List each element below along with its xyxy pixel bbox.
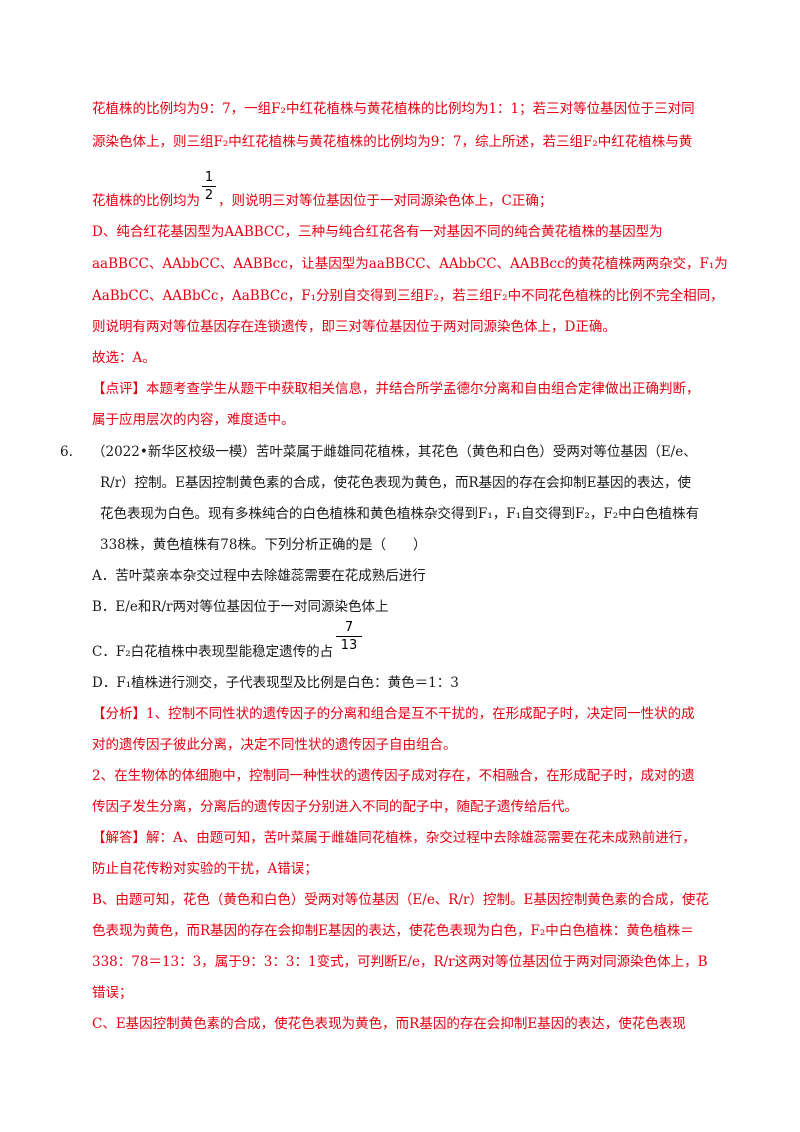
question-line: 338株，黄色植株有78株。下列分析正确的是（ ） <box>100 537 427 553</box>
solution-line: 338：78＝13：3，属于9：3：3：1变式，可判断E/e，R/r这两对等位基… <box>92 954 708 970</box>
question-number: 6. <box>60 444 73 460</box>
text-line: 花植株的比例均为 <box>92 193 200 209</box>
question-line: 花色表现为白色。现有多株纯合的白色植株和黄色植株杂交得到F₁，F₁自交得到F₂，… <box>100 506 700 522</box>
text-line: D、纯合红花基因型为AABBCC，三种与纯合红花各有一对基因不同的纯合黄花植株的… <box>92 224 663 240</box>
solution-line: 错误； <box>92 985 133 1001</box>
analysis-line: 对的遗传因子彼此分离，决定不同性状的遗传因子自由组合。 <box>92 737 457 753</box>
solution-line: B、由题可知，花色（黄色和白色）受两对等位基因（E/e、R/r）控制。E基因控制… <box>92 892 709 908</box>
analysis-line: 【分析】1、控制不同性状的遗传因子的分离和组合是互不干扰的，在形成配子时，决定同… <box>92 706 695 722</box>
option-a: A．苦叶菜亲本杂交过程中去除雄蕊需要在花成熟后进行 <box>92 568 426 584</box>
solution-line: 【解答】解：A、由题可知，苦叶菜属于雌雄同花植株，杂交过程中去除雄蕊需要在花未成… <box>92 830 696 846</box>
solution-line: 防止自花传粉对实验的干扰，A错误； <box>92 861 318 877</box>
option-c: C．F₂白花植株中表现型能稳定遗传的占 <box>92 644 334 660</box>
text-line: 源染色体上，则三组F₂中红花植株与黄花植株的比例均为9：7，综上所述，若三组F₂… <box>92 134 693 150</box>
text-line: AaBbCC、AABbCc，AaBBCc，F₁分别自交得到三组F₂，若三组F₂中… <box>92 288 724 304</box>
question-line: （2022•新华区校级一模）苦叶菜属于雌雄同花植株，其花色（黄色和白色）受两对等… <box>92 444 697 460</box>
analysis-line: 2、在生物体的体细胞中，控制同一种性状的遗传因子成对存在，不相融合，在形成配子时… <box>92 768 695 784</box>
solution-line: C、E基因控制黄色素的合成，使花色表现为黄色，而R基因的存在会抑制E基因的表达，… <box>92 1016 686 1032</box>
option-b: B．E/e和R/r两对等位基因位于一对同源染色体上 <box>92 599 389 615</box>
text-line: 故选：A。 <box>92 350 156 366</box>
question-line: R/r）控制。E基因控制黄色素的合成，使花色表现为黄色，而R基因的存在会抑制E基… <box>100 475 692 491</box>
text-line: ，则说明三对等位基因位于一对同源染色体上，C正确； <box>218 193 553 209</box>
analysis-line: 传因子发生分离，分离后的遗传因子分别进入不同的配子中，随配子遗传给后代。 <box>92 799 578 815</box>
text-line: 花植株的比例均为9：7，一组F₂中红花植株与黄花植株的比例均为1：1；若三对等位… <box>92 101 695 117</box>
text-line: 则说明有两对等位基因存在连锁遗传，即三对等位基因位于两对同源染色体上，D正确。 <box>92 319 616 335</box>
text-line: aaBBCC、AAbbCC、AABBcc，让基因型为aaBBCC、AAbbCC、… <box>92 256 728 272</box>
option-d: D．F₁植株进行测交，子代表现型及比例是白色：黄色＝1：3 <box>92 675 459 691</box>
comment-line: 属于应用层次的内容，难度适中。 <box>92 412 295 428</box>
solution-line: 色表现为黄色，而R基因的存在会抑制E基因的表达，使花色表现为白色，F₂中白色植株… <box>92 923 694 939</box>
comment-line: 【点评】本题考查学生从题干中获取相关信息，并结合所学孟德尔分离和自由组合定律做出… <box>92 381 700 397</box>
